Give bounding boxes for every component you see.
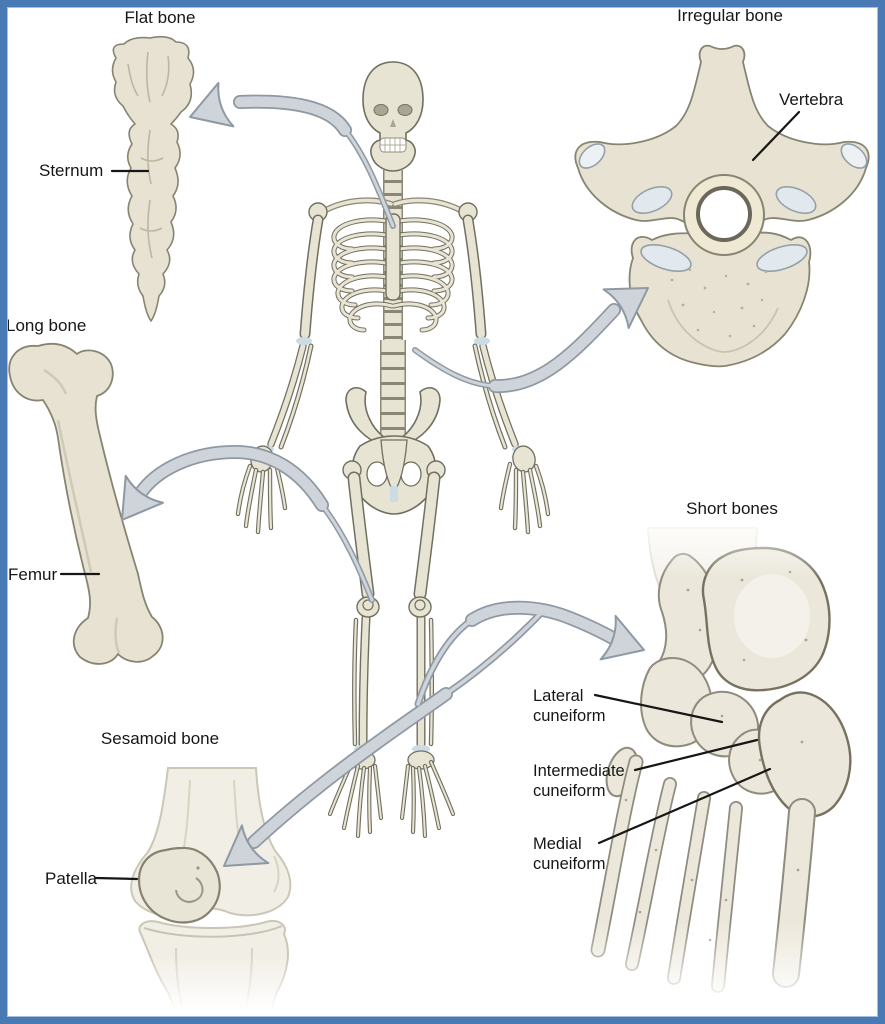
irregular-bone-title: Irregular bone xyxy=(677,6,783,25)
knee-illustration xyxy=(85,767,335,1020)
patella-leader xyxy=(94,876,139,881)
intermediate-leader xyxy=(633,738,759,772)
connector-arrows xyxy=(121,81,649,867)
long-bone-title: Long bone xyxy=(6,316,87,335)
lateral-cuneiform-label: Lateral cuneiform xyxy=(533,687,606,725)
long-bone-arrowhead xyxy=(121,474,164,521)
sesamoid-bone-arrowhead xyxy=(223,824,270,867)
patella-label: Patella xyxy=(45,869,97,888)
short-bones-arrowhead xyxy=(599,614,645,661)
intermediate-cuneiform-label: Intermediate cuneiform xyxy=(533,762,625,800)
short-bones-title: Short bones xyxy=(686,499,778,518)
vertebra-illustration xyxy=(574,44,870,368)
medial-leader xyxy=(597,767,772,845)
lateral-leader xyxy=(593,693,724,724)
vertebra-label: Vertebra xyxy=(779,90,844,109)
sternum-illustration xyxy=(111,35,195,322)
foot-illustration xyxy=(520,512,885,1017)
sternum-label: Sternum xyxy=(39,161,104,180)
flat-bone-arrowhead xyxy=(189,81,235,128)
femur-label: Femur xyxy=(8,565,58,584)
medial-cuneiform-label: Medial cuneiform xyxy=(533,835,606,873)
skeleton-illustration xyxy=(235,61,551,839)
leader-lines xyxy=(59,110,801,881)
vertebra-leader xyxy=(751,110,801,162)
flat-bone-title: Flat bone xyxy=(124,8,196,27)
irregular-bone-arrowhead xyxy=(602,287,649,329)
femur-illustration xyxy=(8,342,164,665)
sesamoid-bone-title: Sesamoid bone xyxy=(100,729,220,748)
